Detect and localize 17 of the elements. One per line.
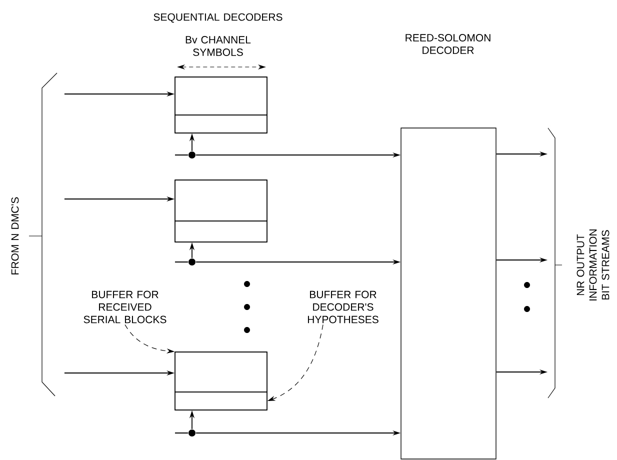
label-text: REED-SOLOMON DECODER <box>406 34 490 54</box>
callout-text: BUFFER FOR DECODER'S HYPOTHESES <box>308 290 378 324</box>
buffer-compartment <box>174 114 268 134</box>
register-compartment <box>174 352 268 392</box>
decoder-box <box>400 128 496 460</box>
buffer-compartment <box>174 392 268 410</box>
buffer-compartment <box>174 220 268 242</box>
bracket-group: FROM N DMC'S <box>11 72 58 396</box>
label-text: SEQUENTIAL DECODERS <box>154 13 282 23</box>
bracket-group: NR OUTPUT INFORMATION BIT STREAMS <box>548 128 610 398</box>
callout-text: BUFFER FOR RECEIVED SERIAL BLOCKS <box>84 290 166 324</box>
junction-dot <box>188 430 196 436</box>
register-compartment <box>174 76 268 116</box>
label-text: Bv CHANNEL SYMBOLS <box>186 36 251 56</box>
register-compartment <box>174 180 268 222</box>
junction-dot <box>188 152 196 158</box>
junction-dot <box>188 258 196 266</box>
